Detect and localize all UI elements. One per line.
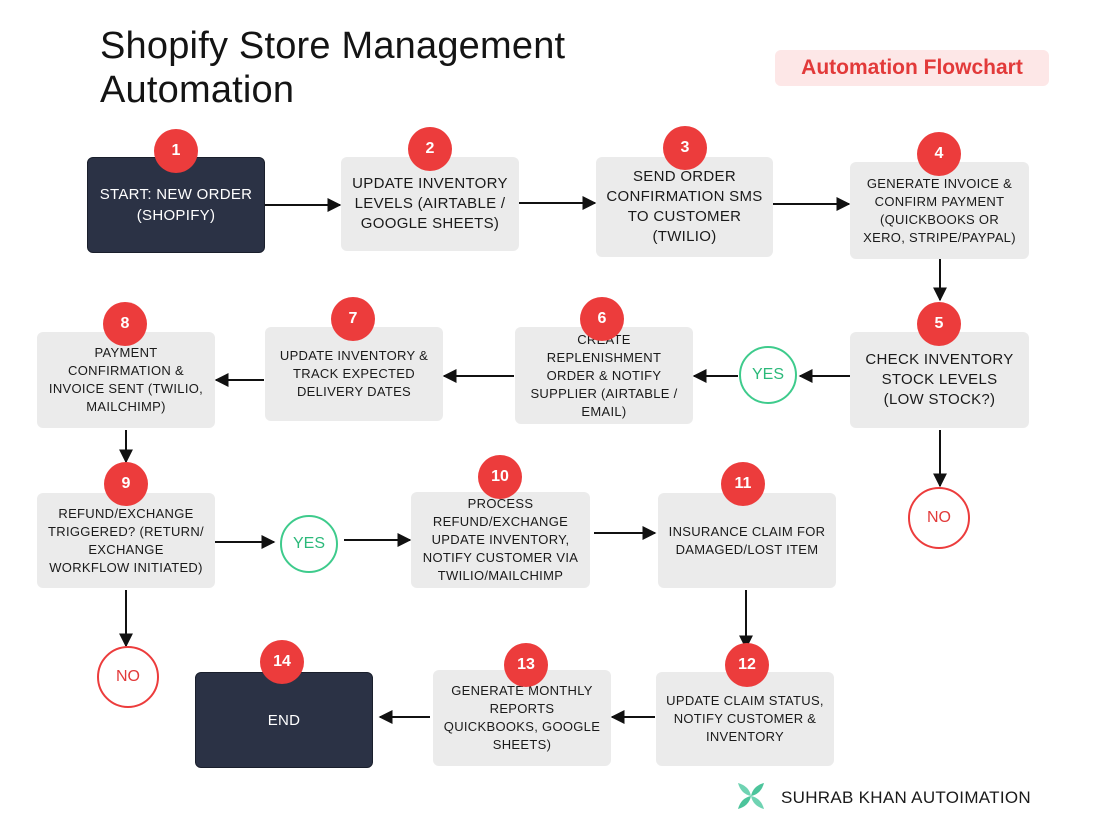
step-5-box: CHECK INVENTORY STOCK LEVELS (LOW STOCK?…: [850, 332, 1029, 428]
step-6-badge: 6: [580, 297, 624, 341]
step-10-badge: 10: [478, 455, 522, 499]
step-3-badge: 3: [663, 126, 707, 170]
step-6-box: CREATE REPLENISHMENT ORDER & NOTIFY SUPP…: [515, 327, 693, 424]
step-3-box: SEND ORDER CONFIRMATION SMS TO CUSTOMER …: [596, 157, 773, 257]
step-14-badge: 14: [260, 640, 304, 684]
step-7-box: UPDATE INVENTORY & TRACK EXPECTED DELIVE…: [265, 327, 443, 421]
step-2-box: UPDATE INVENTORY LEVELS (AIRTABLE / GOOG…: [341, 157, 519, 251]
step-11-label: INSURANCE CLAIM FOR DAMAGED/LOST ITEM: [668, 523, 826, 557]
step-2-badge: 2: [408, 127, 452, 171]
no-circle-stock: NO: [908, 487, 970, 549]
step-1-label: START: NEW ORDER (SHOPIFY): [99, 186, 253, 224]
step-7-badge: 7: [331, 297, 375, 341]
step-5-badge: 5: [917, 302, 961, 346]
step-14-box: END: [195, 672, 373, 768]
step-9-badge: 9: [104, 462, 148, 506]
step-13-badge: 13: [504, 643, 548, 687]
x-leaf-logo-icon: [735, 780, 767, 817]
step-4-box: GENERATE INVOICE & CONFIRM PAYMENT (QUIC…: [850, 162, 1029, 259]
step-1-box: START: NEW ORDER (SHOPIFY): [87, 157, 265, 253]
page-title: Shopify Store Management Automation: [100, 25, 566, 111]
step-13-label: GENERATE MONTHLY REPORTS QUICKBOOKS, GOO…: [443, 683, 601, 752]
yes-circle-refund: YES: [280, 515, 338, 573]
step-6-label: CREATE REPLENISHMENT ORDER & NOTIFY SUPP…: [530, 332, 678, 419]
step-7-label: UPDATE INVENTORY & TRACK EXPECTED DELIVE…: [279, 348, 429, 399]
step-1-badge: 1: [154, 129, 198, 173]
step-3-label: SEND ORDER CONFIRMATION SMS TO CUSTOMER …: [606, 168, 763, 245]
step-10-label: PROCESS REFUND/EXCHANGE UPDATE INVENTORY…: [422, 496, 579, 583]
step-12-label: UPDATE CLAIM STATUS, NOTIFY CUSTOMER & I…: [666, 693, 824, 744]
step-5-label: CHECK INVENTORY STOCK LEVELS (LOW STOCK?…: [865, 351, 1014, 408]
flowchart-tag: Automation Flowchart: [775, 50, 1049, 86]
no-circle-refund: NO: [97, 646, 159, 708]
step-8-badge: 8: [103, 302, 147, 346]
footer-brand-text: SUHRAB KHAN AUTOIMATION: [781, 788, 1031, 807]
step-12-box: UPDATE CLAIM STATUS, NOTIFY CUSTOMER & I…: [656, 672, 834, 766]
footer-brand: SUHRAB KHAN AUTOIMATION: [735, 782, 1031, 814]
step-12-badge: 12: [725, 643, 769, 687]
step-10-box: PROCESS REFUND/EXCHANGE UPDATE INVENTORY…: [411, 492, 590, 588]
step-11-badge: 11: [721, 462, 765, 506]
step-4-badge: 4: [917, 132, 961, 176]
step-8-box: PAYMENT CONFIRMATION & INVOICE SENT (TWI…: [37, 332, 215, 428]
yes-circle-stock: YES: [739, 346, 797, 404]
step-2-label: UPDATE INVENTORY LEVELS (AIRTABLE / GOOG…: [352, 175, 508, 232]
step-9-label: REFUND/EXCHANGE TRIGGERED? (RETURN/ EXCH…: [48, 505, 204, 575]
step-4-label: GENERATE INVOICE & CONFIRM PAYMENT (QUIC…: [863, 175, 1016, 245]
step-14-label: END: [267, 711, 301, 729]
step-8-label: PAYMENT CONFIRMATION & INVOICE SENT (TWI…: [48, 345, 204, 414]
step-11-box: INSURANCE CLAIM FOR DAMAGED/LOST ITEM: [658, 493, 836, 588]
step-9-box: REFUND/EXCHANGE TRIGGERED? (RETURN/ EXCH…: [37, 493, 215, 588]
